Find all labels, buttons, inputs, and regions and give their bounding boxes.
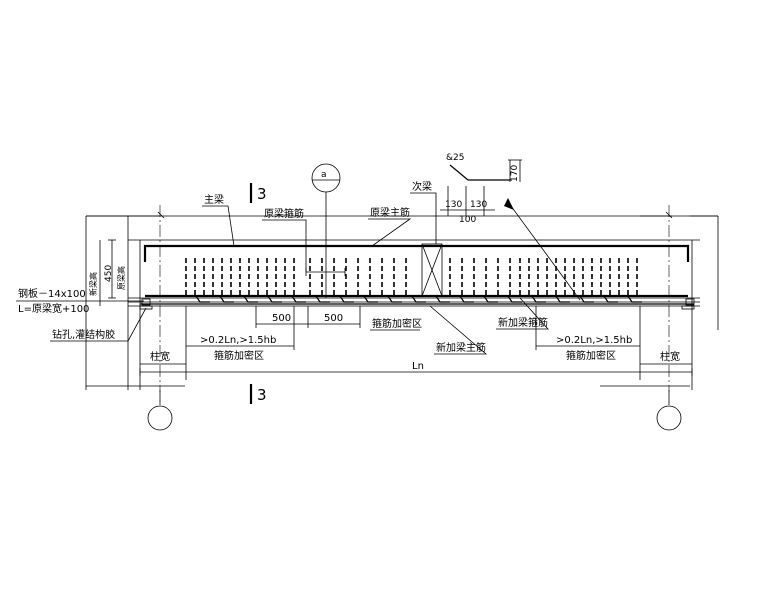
stirrup-hook [219, 295, 234, 303]
stirrup-dashes [185, 258, 638, 296]
dim-span: Ln [139, 361, 693, 376]
ratio-left-label: >0.2Ln,>1.5hb [200, 335, 276, 346]
stirrup-hook [555, 295, 570, 303]
span-label: Ln [412, 361, 424, 372]
steel-plate-label-1: 钢板－14x100 [18, 287, 86, 300]
stirrup-hook [339, 295, 354, 303]
orig-stirrup-label: 原梁箍筋 [264, 207, 304, 220]
col-width-right-label: 柱宽 [660, 350, 680, 363]
stirrup-hook [483, 295, 498, 303]
label-orig-main-bar: 原梁主筋 [368, 206, 412, 247]
dim-col-width-left: 柱宽 [140, 350, 186, 365]
section-mark-bottom-label: 3 [257, 386, 267, 404]
stirrup-hook [459, 295, 474, 303]
stirrup-hook [195, 295, 210, 303]
label-secondary-beam: 次梁 [410, 180, 437, 244]
left-annotations: 钢板－14x100 L=原梁宽+100 钻孔,灌结构胶 新梁高 450 原梁高 [16, 239, 147, 342]
stirrup-hook [243, 295, 258, 303]
inner-dimension [305, 268, 346, 276]
stirrup-hook [363, 295, 378, 303]
section-mark-bottom: 3 [249, 384, 267, 404]
ratio-right-label: >0.2Ln,>1.5hb [556, 335, 632, 346]
stirrup-hook [291, 295, 306, 303]
main-beam-label: 主梁 [204, 193, 224, 206]
stirrup-hook [531, 295, 546, 303]
label-densify-mid: 箍筋加密区 [370, 317, 422, 331]
new-main-bar-label: 新加梁主筋 [436, 341, 486, 354]
stirrup-hook [435, 295, 450, 303]
dim-500-right: 500 [324, 313, 343, 324]
section-mark-top-label: 3 [257, 185, 267, 203]
dim-densify-right: >0.2Ln,>1.5hb 箍筋加密区 [535, 306, 641, 380]
hook-detail: &25 170 130 130 100 [440, 153, 581, 301]
dim-500-pair: 500 500 [255, 306, 361, 328]
label-new-stirrup: 新加梁箍筋 [496, 297, 549, 330]
stirrup-hook [627, 295, 642, 303]
section-mark-top: 3 [249, 183, 267, 203]
orig-beam-height-label: 原梁高 [116, 266, 126, 290]
stirrup-hook [315, 295, 330, 303]
axis-bubble-right [656, 390, 682, 431]
stirrup-hook [579, 295, 594, 303]
secondary-beam-label: 次梁 [412, 180, 432, 193]
dim-450-label: 450 [104, 265, 114, 282]
axis-bubble-left [147, 390, 173, 431]
densify-zone-mid-label: 箍筋加密区 [372, 317, 422, 330]
hook-dim-130-left: 130 [445, 200, 462, 210]
hook-dim-170: 170 [510, 165, 520, 182]
densify-zone-left-label: 箍筋加密区 [214, 349, 264, 362]
secondary-beam-section [421, 243, 443, 297]
stirrup-hook [603, 295, 618, 303]
new-stirrup-hooks [195, 295, 642, 303]
stirrup-hook [411, 295, 426, 303]
hook-dim-100: 100 [459, 215, 476, 225]
col-width-left-label: 柱宽 [150, 350, 170, 363]
label-new-main-bar: 新加梁主筋 [429, 305, 488, 355]
beam-outline [86, 215, 718, 307]
stirrup-hook [507, 295, 522, 303]
dim-densify-left: >0.2Ln,>1.5hb 箍筋加密区 [185, 306, 295, 380]
detail-bubble-a: a [311, 163, 341, 298]
orig-main-bar-label: 原梁主筋 [370, 206, 410, 219]
label-orig-stirrup: 原梁箍筋 [262, 207, 307, 272]
support-plates [139, 298, 695, 310]
hook-label: &25 [446, 153, 464, 163]
drill-glue-label: 钻孔,灌结构胶 [52, 328, 115, 341]
new-beam-height-label: 新梁高 [88, 272, 98, 296]
detail-bubble-label: a [321, 170, 327, 180]
dim-500-left: 500 [272, 313, 291, 324]
hook-dim-130-right: 130 [470, 200, 487, 210]
densify-zone-right-label: 箍筋加密区 [566, 349, 616, 362]
label-main-beam: 主梁 [202, 193, 235, 247]
stirrup-hook [267, 295, 282, 303]
steel-plate-label-2: L=原梁宽+100 [18, 302, 89, 315]
new-stirrup-label: 新加梁箍筋 [498, 316, 548, 329]
stirrup-hook [387, 295, 402, 303]
dim-col-width-right: 柱宽 [640, 350, 692, 365]
